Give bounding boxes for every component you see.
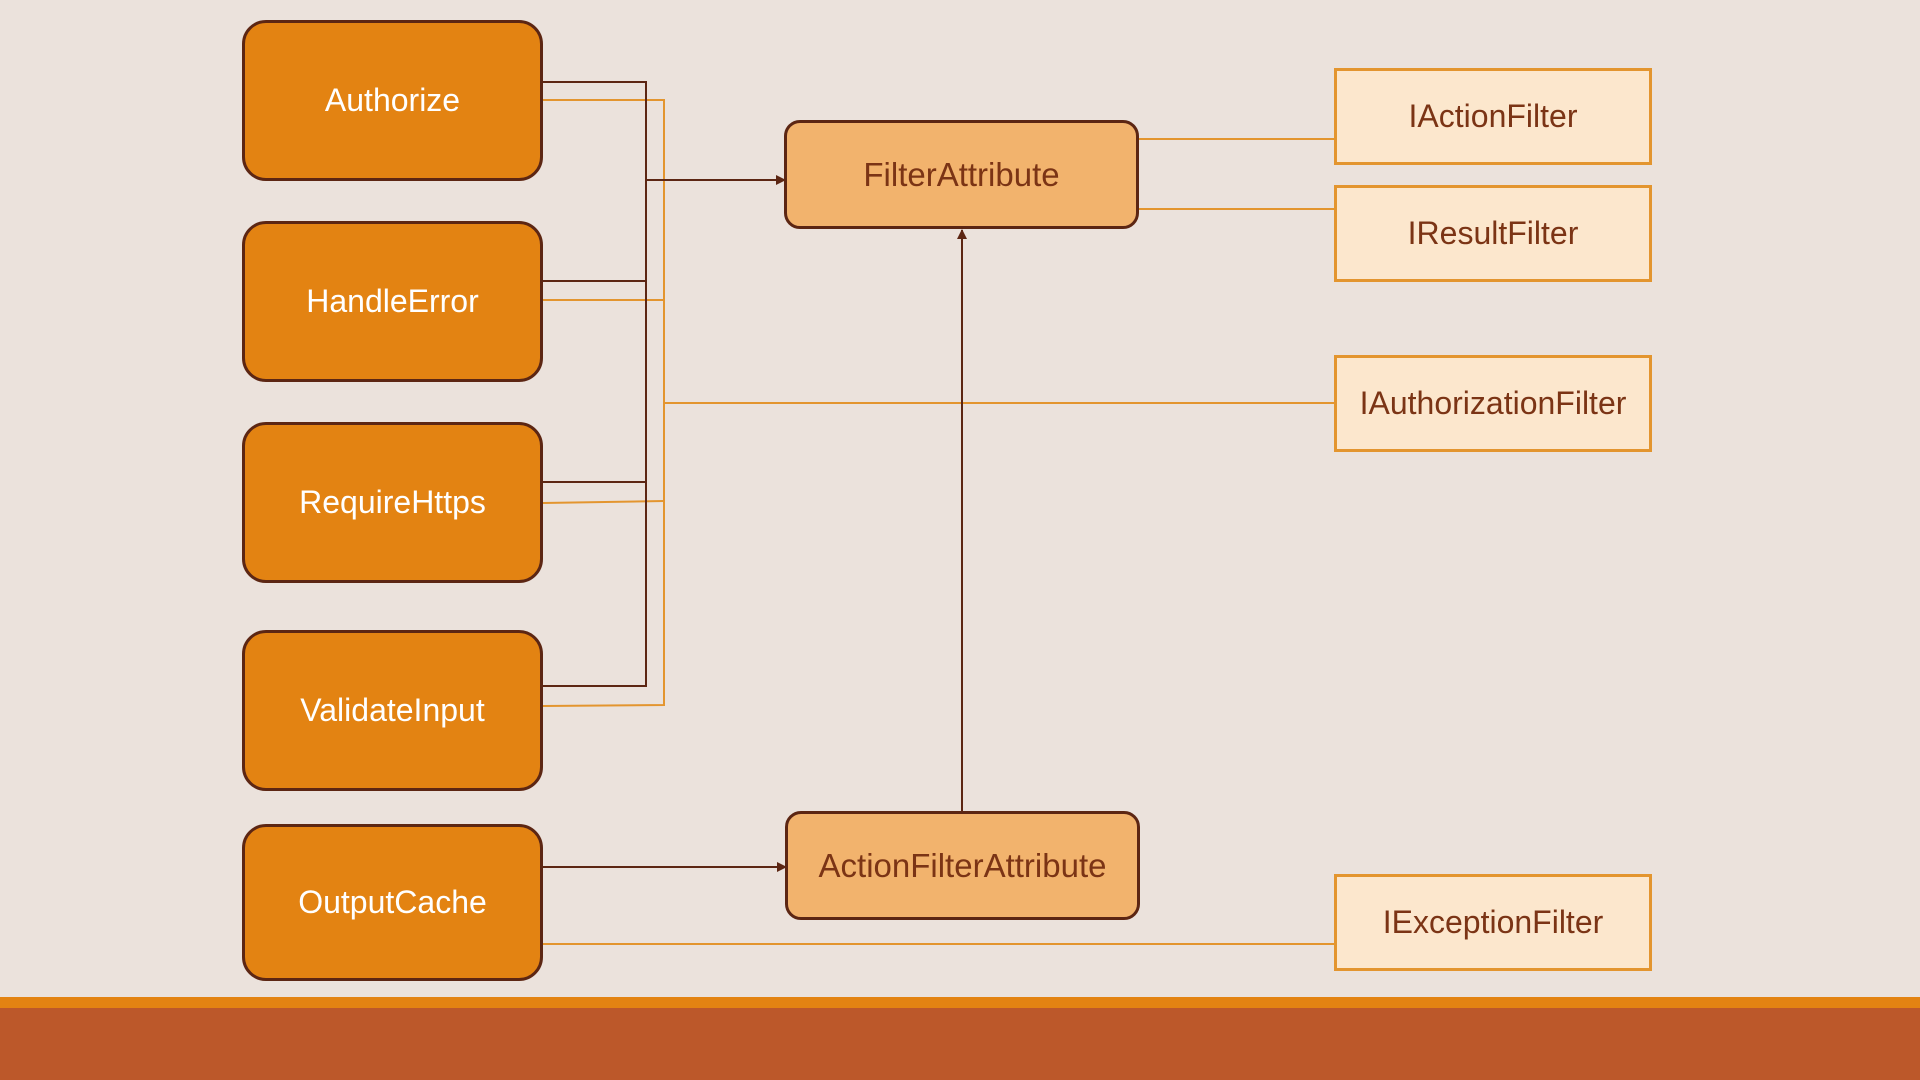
iactionfilter-label: IActionFilter bbox=[1408, 98, 1578, 134]
authorize-to-inherit-bus bbox=[543, 81, 647, 687]
validateinput-node: ValidateInput bbox=[242, 630, 543, 791]
actionfilterattribute-node: ActionFilterAttribute bbox=[785, 811, 1140, 920]
footer-band bbox=[0, 1008, 1920, 1080]
filterattribute-label: FilterAttribute bbox=[863, 155, 1060, 193]
inheritance-connectors bbox=[543, 81, 967, 872]
outputcache-node: OutputCache bbox=[242, 824, 543, 981]
iactionfilter-node: IActionFilter bbox=[1334, 68, 1652, 165]
handleerror-label: HandleError bbox=[306, 283, 479, 319]
iauthorizationfilter-node: IAuthorizationFilter bbox=[1334, 355, 1652, 452]
footer-accent-stripe bbox=[0, 997, 1920, 1008]
authorize-label: Authorize bbox=[324, 82, 461, 118]
iexceptionfilter-node: IExceptionFilter bbox=[1334, 874, 1652, 971]
authorize-node: Authorize bbox=[242, 20, 543, 181]
handleerror-node: HandleError bbox=[242, 221, 543, 382]
requirehttps-node: RequireHttps bbox=[242, 422, 543, 583]
iresultfilter-node: IResultFilter bbox=[1334, 185, 1652, 282]
implementation-connectors bbox=[542, 99, 1334, 945]
requirehttps-label: RequireHttps bbox=[299, 484, 486, 520]
filterattribute-node: FilterAttribute bbox=[784, 120, 1139, 229]
iexceptionfilter-label: IExceptionFilter bbox=[1382, 904, 1604, 940]
requirehttps-to-interface-bus bbox=[542, 500, 665, 504]
actionfilterattribute-label: ActionFilterAttribute bbox=[818, 846, 1107, 884]
outputcache-label: OutputCache bbox=[298, 884, 487, 920]
validateinput-label: ValidateInput bbox=[300, 692, 485, 728]
iresultfilter-label: IResultFilter bbox=[1407, 215, 1579, 251]
iauthorizationfilter-label: IAuthorizationFilter bbox=[1359, 385, 1627, 421]
